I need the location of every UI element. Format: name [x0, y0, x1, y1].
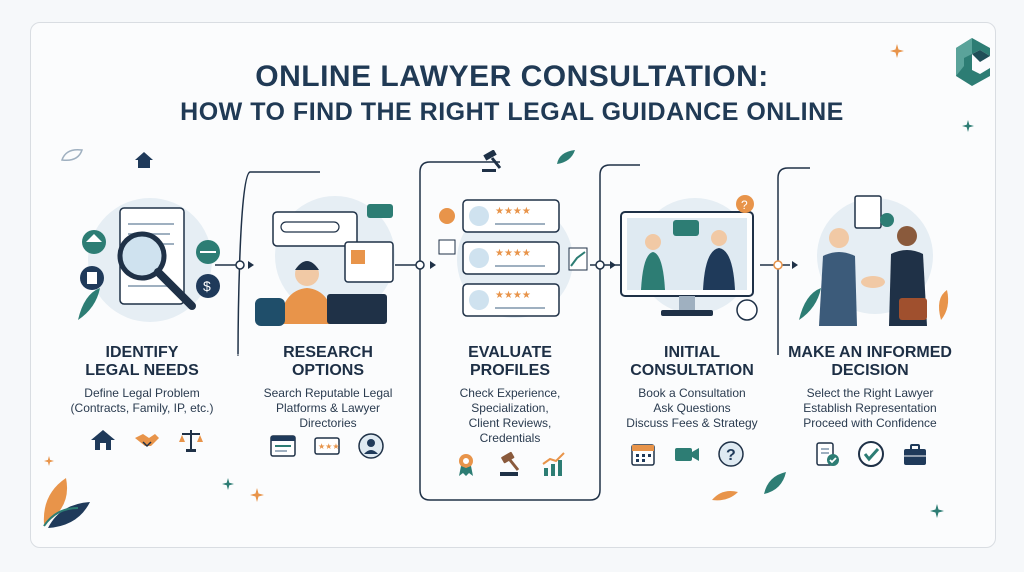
- award-ribbon-icon: [459, 454, 473, 476]
- small-house-icon: [135, 152, 153, 168]
- orange-leaf-icon: [712, 491, 738, 501]
- magnifying-document-illustration: $: [78, 198, 220, 322]
- growth-chart-icon: [542, 452, 565, 476]
- step-1-icons: [82, 426, 212, 456]
- browser-icon: [270, 435, 296, 457]
- teal-leaf-icon: [557, 150, 575, 164]
- gavel-icon: [500, 451, 520, 476]
- profile-cards-illustration: ★★★★ ★★★★ ★★★★: [438, 199, 588, 318]
- svg-text:$: $: [203, 278, 211, 294]
- handshake-decision-illustration: [799, 195, 949, 326]
- leaves-decoration-icon: [43, 478, 90, 528]
- user-profile-icon: [358, 433, 384, 459]
- svg-text:★★★: ★★★: [318, 442, 340, 451]
- person-laptop-research-illustration: [255, 196, 395, 326]
- sparkle-orange-bottom-icon: [250, 488, 264, 502]
- step-2-icons: ★★★: [262, 432, 392, 462]
- step-4-icons: ?: [622, 440, 752, 470]
- video-camera-icon: [675, 448, 699, 461]
- step-1-description: Define Legal Problem(Contracts, Family, …: [70, 386, 214, 415]
- handshake-icon: [135, 434, 159, 448]
- svg-text:★★★★: ★★★★: [495, 206, 531, 217]
- scales-icon: [179, 430, 203, 452]
- svg-text:?: ?: [741, 198, 748, 212]
- house-icon: [91, 430, 115, 450]
- calendar-icon: [631, 444, 655, 466]
- sparkle-small-icon: [44, 456, 54, 466]
- svg-text:?: ?: [726, 447, 736, 464]
- step-3-icons: [445, 450, 575, 480]
- leaf-outline-icon: [60, 148, 84, 162]
- sparkle-teal-right-icon: [962, 120, 974, 132]
- step-5-icons: [806, 440, 936, 470]
- document-check-icon: [816, 442, 839, 466]
- sparkle-orange-icon: [890, 44, 904, 58]
- page-subtitle: HOW TO FIND THE RIGHT LEGAL GUIDANCE ONL…: [180, 98, 844, 126]
- brand-logo-icon: [956, 38, 990, 86]
- page-title: ONLINE LAWYER CONSULTATION:: [255, 60, 769, 93]
- rating-card-icon: ★★★: [314, 437, 340, 455]
- sparkle-teal-corner-icon: [930, 504, 944, 518]
- teal-leaf-bottom-icon: [764, 472, 786, 494]
- briefcase-icon: [904, 444, 926, 465]
- question-mark-icon: ?: [718, 441, 744, 467]
- sparkle-teal-icon: [222, 478, 234, 490]
- checkmark-icon: [858, 441, 884, 467]
- svg-text:★★★★: ★★★★: [495, 290, 531, 301]
- step-3-description: Check Experience,Specialization,Client R…: [459, 386, 561, 445]
- gavel-small-icon: [482, 150, 502, 172]
- video-call-illustration: ?: [620, 195, 758, 321]
- svg-text:★★★★: ★★★★: [495, 248, 531, 259]
